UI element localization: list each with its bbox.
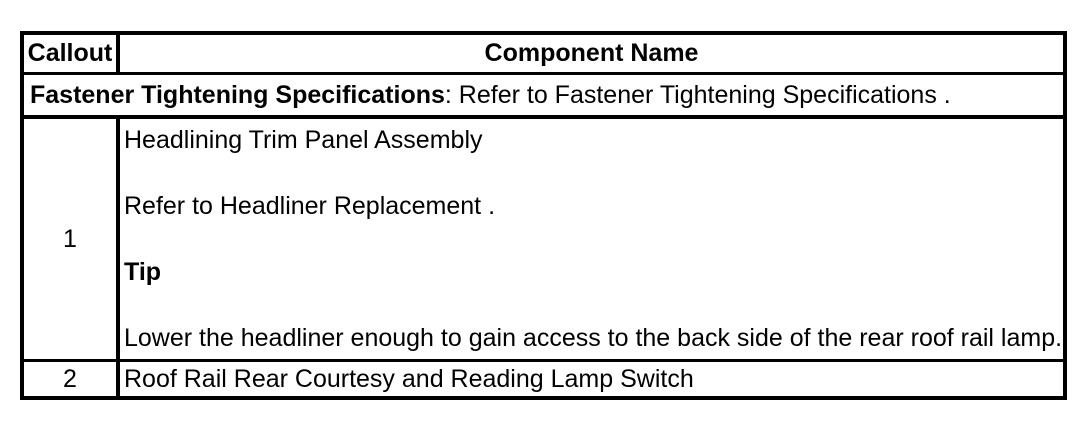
spacer-line [124, 289, 1061, 322]
fastener-note-text: : Refer to Fastener Tightening Specifica… [444, 80, 951, 109]
spacer-line [124, 157, 1061, 190]
component-line-1: Headlining Trim Panel Assembly [124, 126, 483, 154]
component-line-1: Roof Rail Rear Courtesy and Reading Lamp… [124, 364, 694, 393]
table-row-callout-1: 1 Headlining Trim Panel Assembly Refer t… [24, 119, 1063, 362]
component-cell-1: Headlining Trim Panel Assembly Refer to … [120, 119, 1063, 359]
component-line-3: Lower the headliner enough to gain acces… [124, 324, 1063, 352]
spacer-line [124, 223, 1061, 256]
component-cell-2: Roof Rail Rear Courtesy and Reading Lamp… [120, 362, 1063, 396]
fastener-note-label: Fastener Tightening Specifications [30, 80, 445, 109]
callout-number-2: 2 [24, 362, 120, 396]
header-component-name: Component Name [484, 39, 699, 67]
component-line-2: Refer to Headliner Replacement . [124, 192, 496, 220]
component-callout-table: Callout Component Name Fastener Tighteni… [20, 31, 1067, 400]
fastener-note-row: Fastener Tightening Specifications: Refe… [24, 75, 1063, 119]
tip-label: Tip [124, 258, 162, 286]
table-row-callout-2: 2 Roof Rail Rear Courtesy and Reading La… [24, 362, 1063, 396]
table-header-row: Callout Component Name [24, 35, 1063, 75]
header-callout: Callout [24, 35, 120, 72]
callout-number-1: 1 [24, 119, 120, 359]
